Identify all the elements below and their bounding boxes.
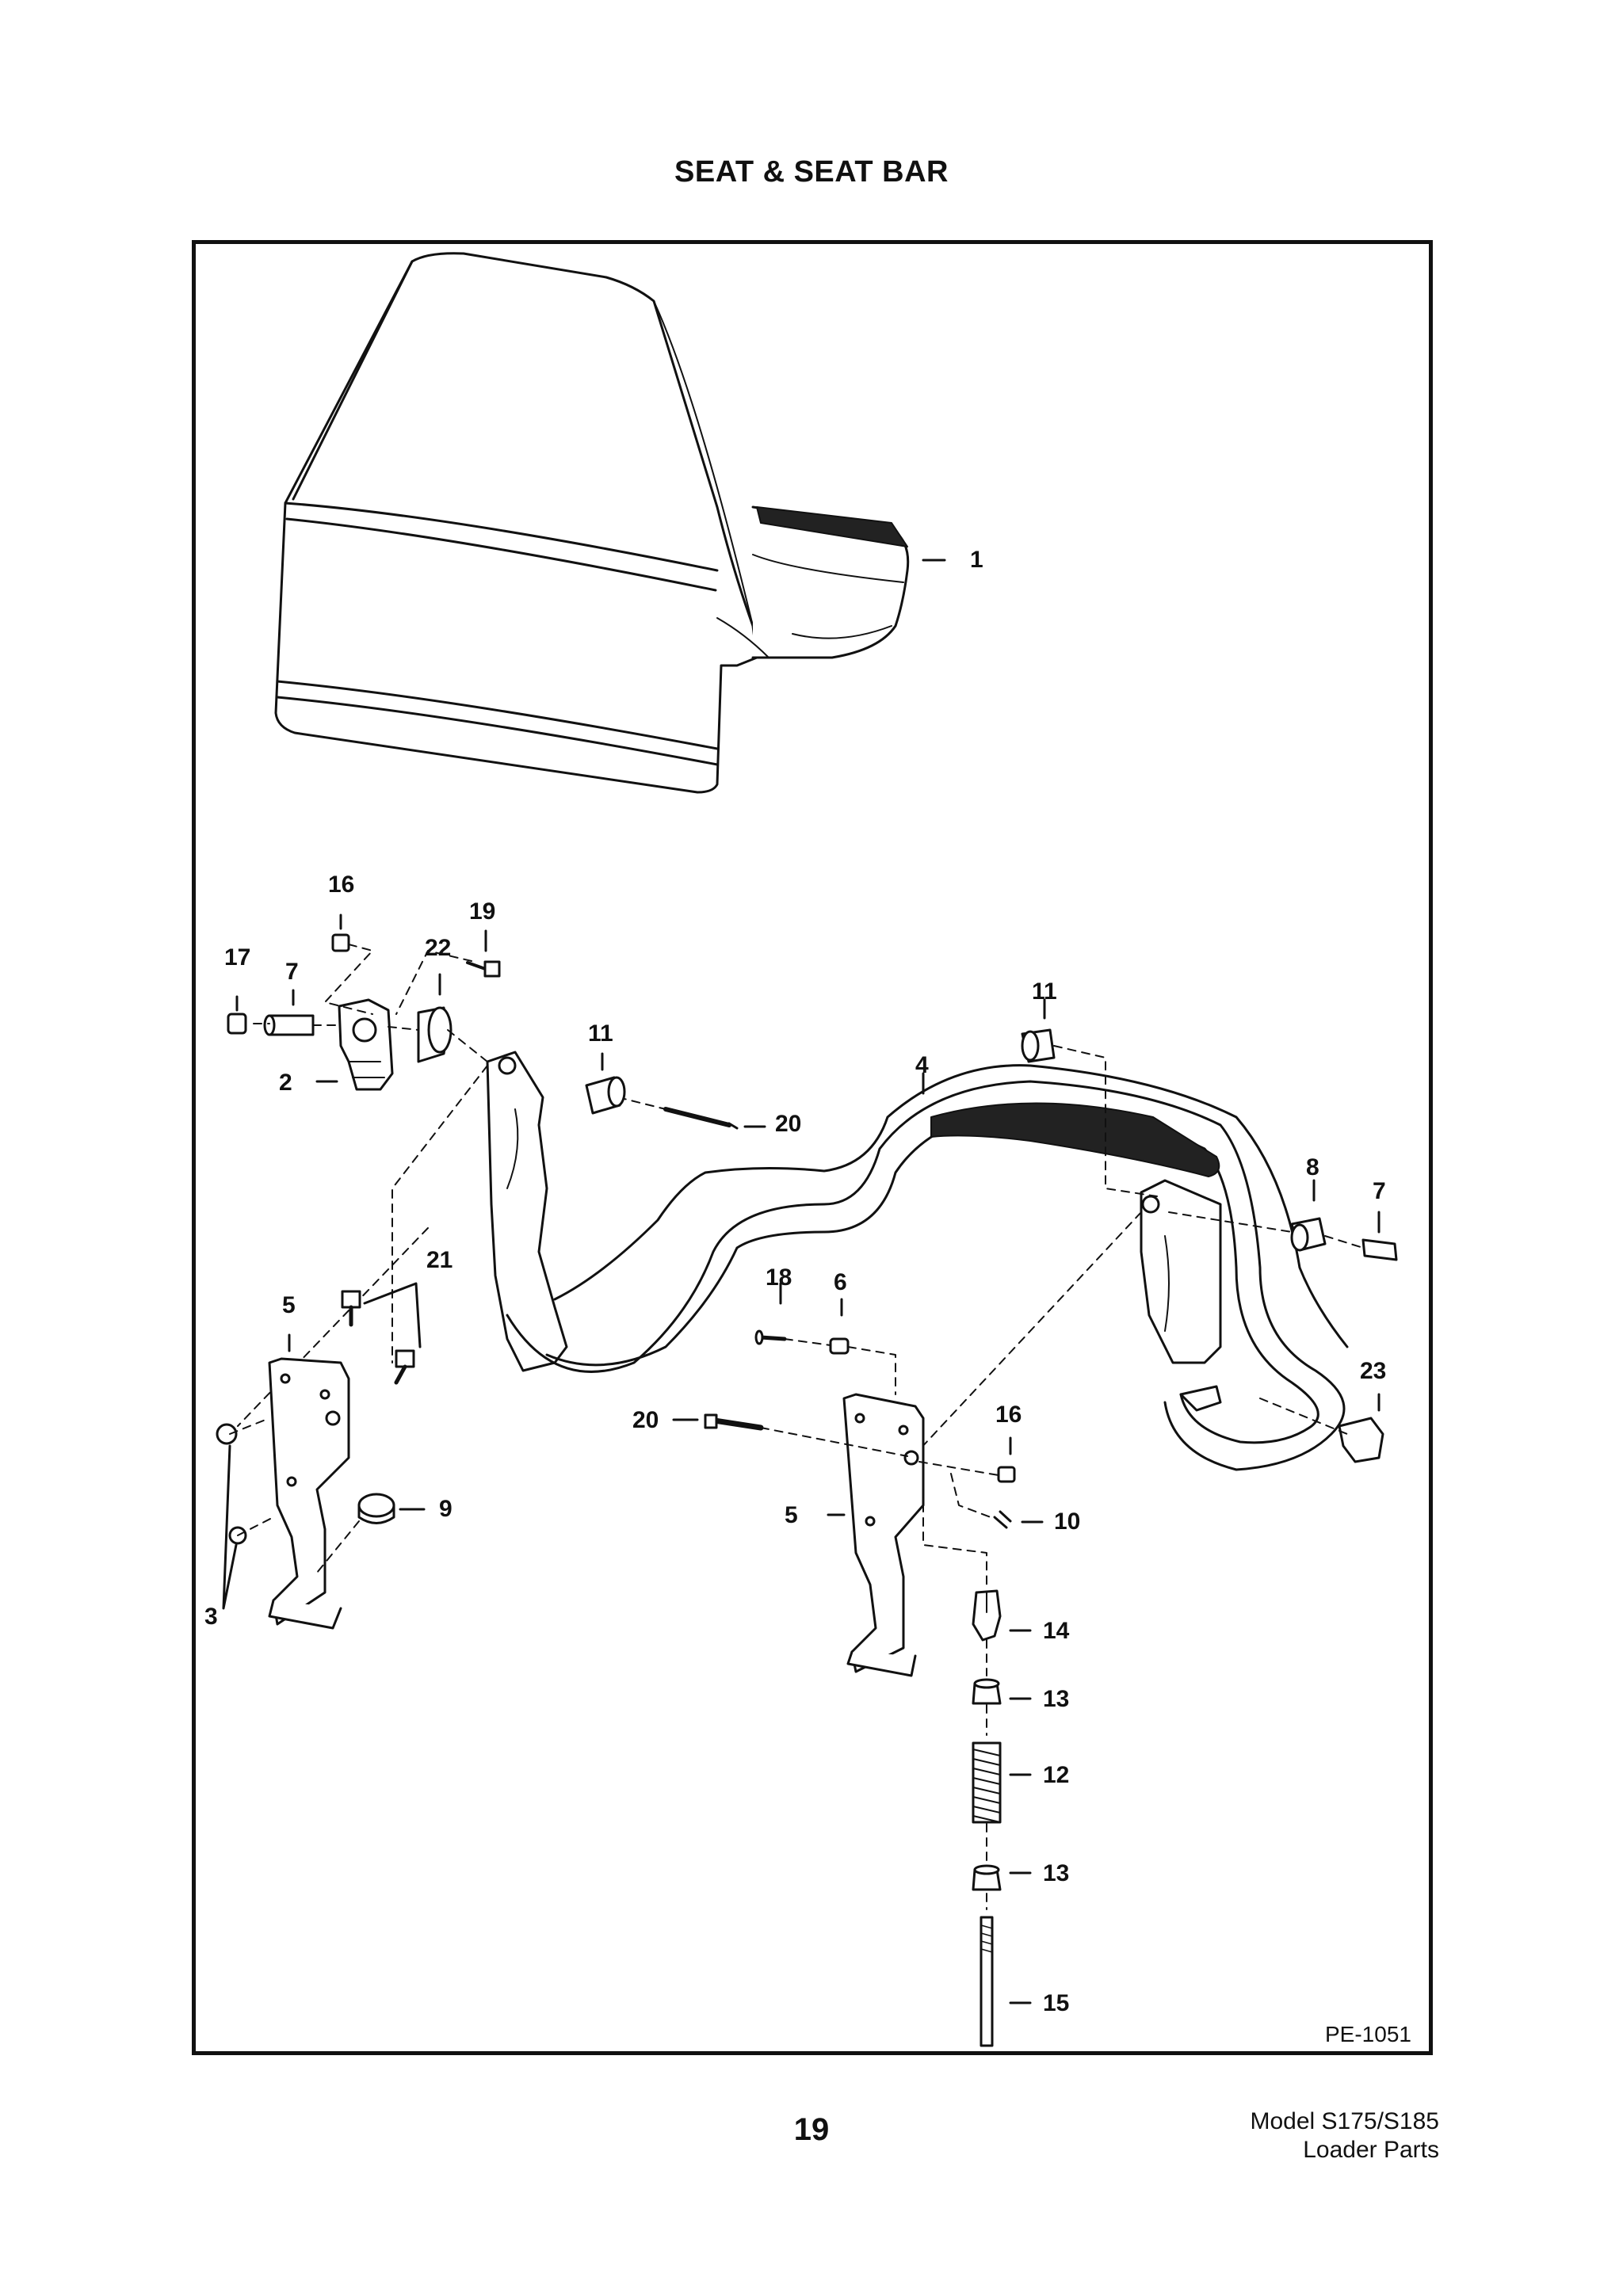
- diagram-frame: [192, 240, 1433, 2055]
- callout-16-right: 16: [995, 1402, 1022, 1428]
- callout-22: 22: [425, 935, 452, 961]
- dashed-lines-right-mount: [760, 1338, 999, 1589]
- callout-8: 8: [1306, 1154, 1319, 1180]
- callout-3: 3: [204, 1604, 218, 1630]
- callout-23: 23: [1360, 1358, 1387, 1384]
- callout-5-left: 5: [282, 1292, 296, 1318]
- callout-15: 15: [1043, 1990, 1070, 2016]
- callout-11-center: 11: [588, 1020, 613, 1047]
- callout-18: 18: [766, 1264, 792, 1291]
- callout-20-center: 20: [775, 1111, 802, 1137]
- callout-7-right: 7: [1373, 1178, 1386, 1204]
- callout-13-lower: 13: [1043, 1860, 1070, 1886]
- footer-model: Model S175/S185: [1250, 2108, 1439, 2134]
- callout-4: 4: [915, 1052, 929, 1078]
- callout-21: 21: [426, 1247, 453, 1273]
- callout-19: 19: [469, 898, 496, 925]
- callout-6: 6: [834, 1269, 847, 1295]
- spring-assembly: [972, 1589, 1032, 2047]
- callout-13-upper: 13: [1043, 1686, 1070, 1712]
- hardware-17-7-22-16-19: [227, 913, 501, 1063]
- page-number: 19: [793, 2112, 830, 2147]
- figure-reference-code: PE‑1051: [1325, 2022, 1411, 2046]
- callout-1: 1: [970, 547, 983, 573]
- seat-bar-part-4: [486, 1051, 1349, 1471]
- callout-14: 14: [1043, 1618, 1070, 1644]
- hardware-18-6-20-16-10: [672, 1282, 1044, 1529]
- footer-model-info: Model S175/S185 Loader Parts: [1250, 2107, 1439, 2164]
- callout-5-right: 5: [785, 1502, 798, 1528]
- seat-mount-left-part-5: [216, 1282, 426, 1630]
- bushing-11-and-bolt-20: [585, 1052, 766, 1130]
- callout-16-top: 16: [328, 871, 355, 898]
- dashed-lines-left-mount: [229, 1417, 360, 1573]
- callout-9: 9: [439, 1496, 453, 1522]
- seat-part-1: [274, 252, 946, 794]
- callout-10: 10: [1054, 1508, 1081, 1535]
- callout-12: 12: [1043, 1762, 1070, 1788]
- callout-20-right-mount: 20: [632, 1407, 659, 1433]
- callout-2: 2: [279, 1070, 292, 1096]
- spring-part-12: [972, 1741, 1002, 1824]
- footer-subtitle: Loader Parts: [1303, 2137, 1439, 2163]
- dashed-assembly-lines-left: [253, 944, 666, 1363]
- callout-17: 17: [224, 944, 251, 971]
- callout-11-right: 11: [1032, 978, 1057, 1005]
- pivot-bracket-part-2: [315, 998, 394, 1091]
- page-title: SEAT & SEAT BAR: [674, 155, 949, 189]
- seat-mount-right-part-5: [827, 1393, 925, 1677]
- dashed-assembly-lines-right: [237, 1045, 1364, 1451]
- hardware-right-11-8-7-23: [1021, 998, 1398, 1463]
- callout-7-left: 7: [285, 959, 299, 985]
